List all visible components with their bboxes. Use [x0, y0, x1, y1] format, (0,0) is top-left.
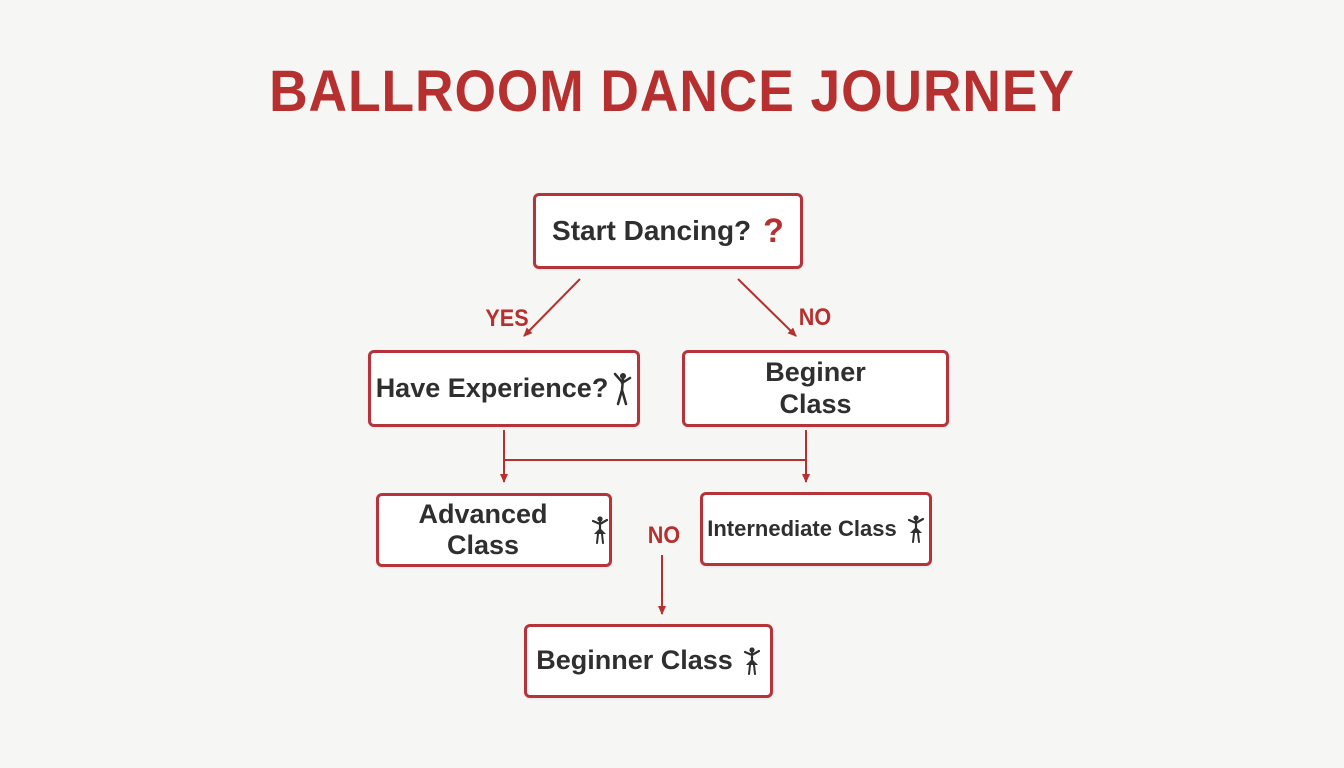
node-beginner-class: Beginner Class	[524, 624, 773, 698]
diagram-title: BALLROOM DANCE JOURNEY	[269, 59, 1075, 124]
arrow-start-to-beginer	[737, 278, 797, 337]
node-advanced-class-label: Advanced Class	[418, 498, 548, 560]
edge-label-no-bottom: NO	[647, 522, 681, 549]
dancer-icon	[907, 515, 925, 543]
arrow-start-to-experience	[523, 278, 581, 337]
node-beginner-class-label: Beginner Class	[536, 645, 733, 676]
node-intermediate-class-label: Internediate Class	[707, 516, 897, 542]
node-advanced-class: Advanced Class	[376, 493, 612, 567]
edge-label-yes: YES	[485, 305, 529, 332]
node-intermediate-class: Internediate Class	[700, 492, 932, 566]
node-beginer-class: Beginer Class	[682, 350, 949, 427]
node-have-experience-label: Have Experience?	[375, 372, 609, 403]
edge-label-no-right: NO	[798, 304, 832, 331]
node-beginer-class-label: Beginer Class	[765, 357, 866, 419]
dancer-icon	[743, 647, 761, 675]
node-have-experience: Have Experience?	[368, 350, 640, 427]
node-start-dancing: Start Dancing? ?	[533, 193, 803, 269]
dancer-icon	[591, 516, 609, 544]
dancer-icon	[612, 372, 632, 406]
question-mark-icon: ?	[763, 212, 784, 250]
node-start-dancing-label: Start Dancing?	[552, 214, 752, 246]
